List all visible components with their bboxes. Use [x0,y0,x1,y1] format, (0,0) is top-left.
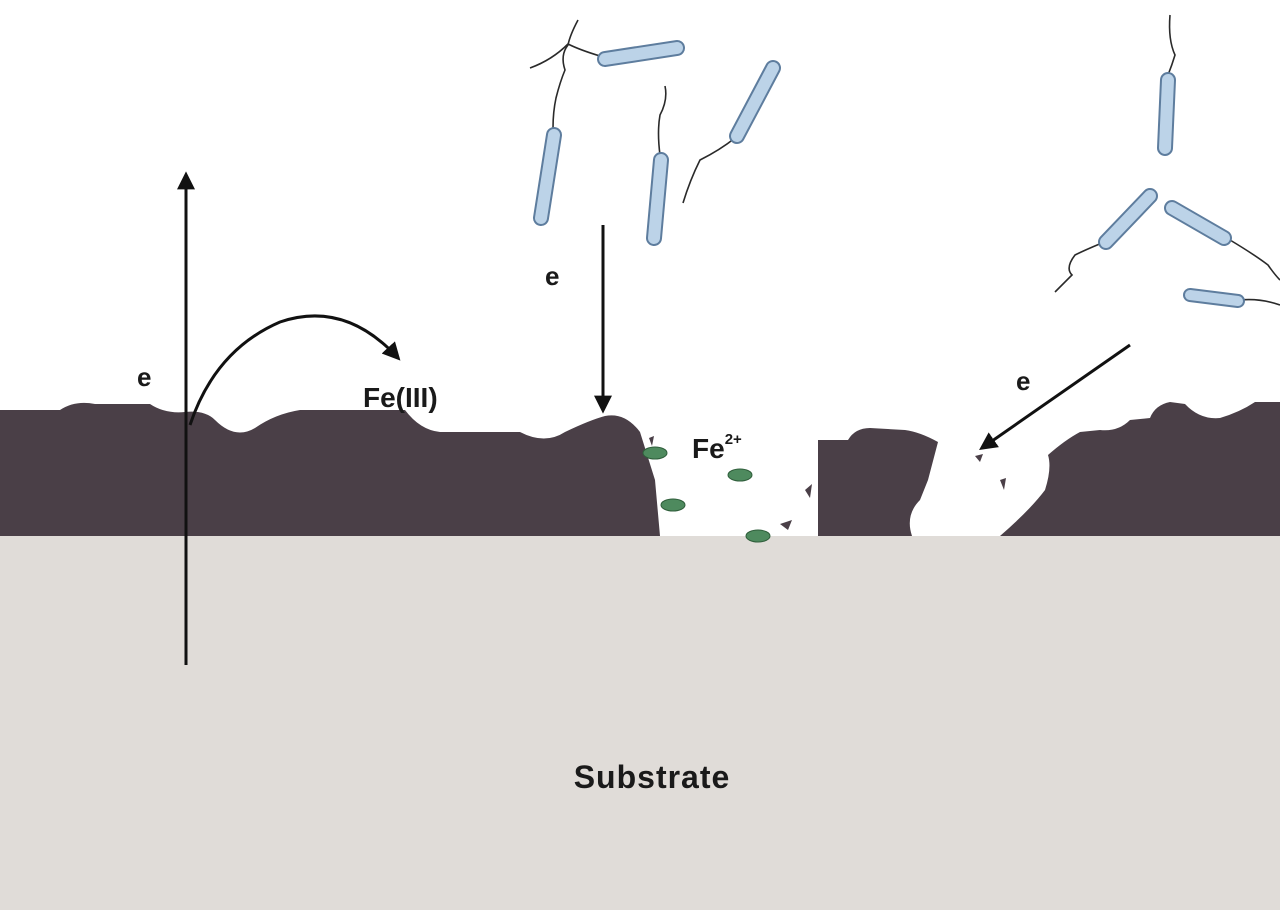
flagellum [682,137,736,204]
flagellum [1167,14,1176,76]
bacteria-icon [1159,74,1174,154]
bacteria-icon [1185,290,1243,306]
ferrous-ion-icon [642,446,668,460]
label-fe2: Fe2+ [692,431,742,464]
bacteria-icon [1166,202,1230,244]
flagellum [529,43,601,69]
bacteria-icon [599,42,683,65]
corrosion-layer-right [1000,402,1280,536]
label-electron-diag: e [1016,366,1030,396]
ferrous-ions [642,446,771,543]
bacteria-icon [535,129,560,224]
label-substrate: Substrate [574,759,731,795]
bacteria-icon [648,154,667,244]
corrosion-layer-middle [818,428,938,536]
flagellum [1229,239,1280,281]
bacteria-icon [731,62,779,142]
ferrous-ion-icon [745,529,771,543]
bacteria-icon [1100,190,1156,248]
bacteria [529,14,1280,308]
flagellum [1239,298,1280,306]
flagellum [657,85,667,156]
substrate-block [0,536,1280,910]
label-fe2-base: Fe [692,433,725,464]
electron-arrow-icon [979,343,1131,451]
label-fe2-charge: 2+ [725,431,742,448]
ferrous-ion-icon [727,468,753,482]
electron-arrows [177,171,1131,665]
ferrous-ion-icon [660,498,686,512]
label-electron-down: e [545,261,559,291]
pit-debris [649,436,1006,530]
flagellum [1054,242,1103,293]
corrosion-layer [0,402,1280,536]
label-electron-up: e [137,362,151,392]
label-fe-iii: Fe(III) [363,382,438,413]
corrosion-layer-left [0,402,660,536]
electron-arrow-icon [188,314,401,426]
flagellum [552,19,579,129]
